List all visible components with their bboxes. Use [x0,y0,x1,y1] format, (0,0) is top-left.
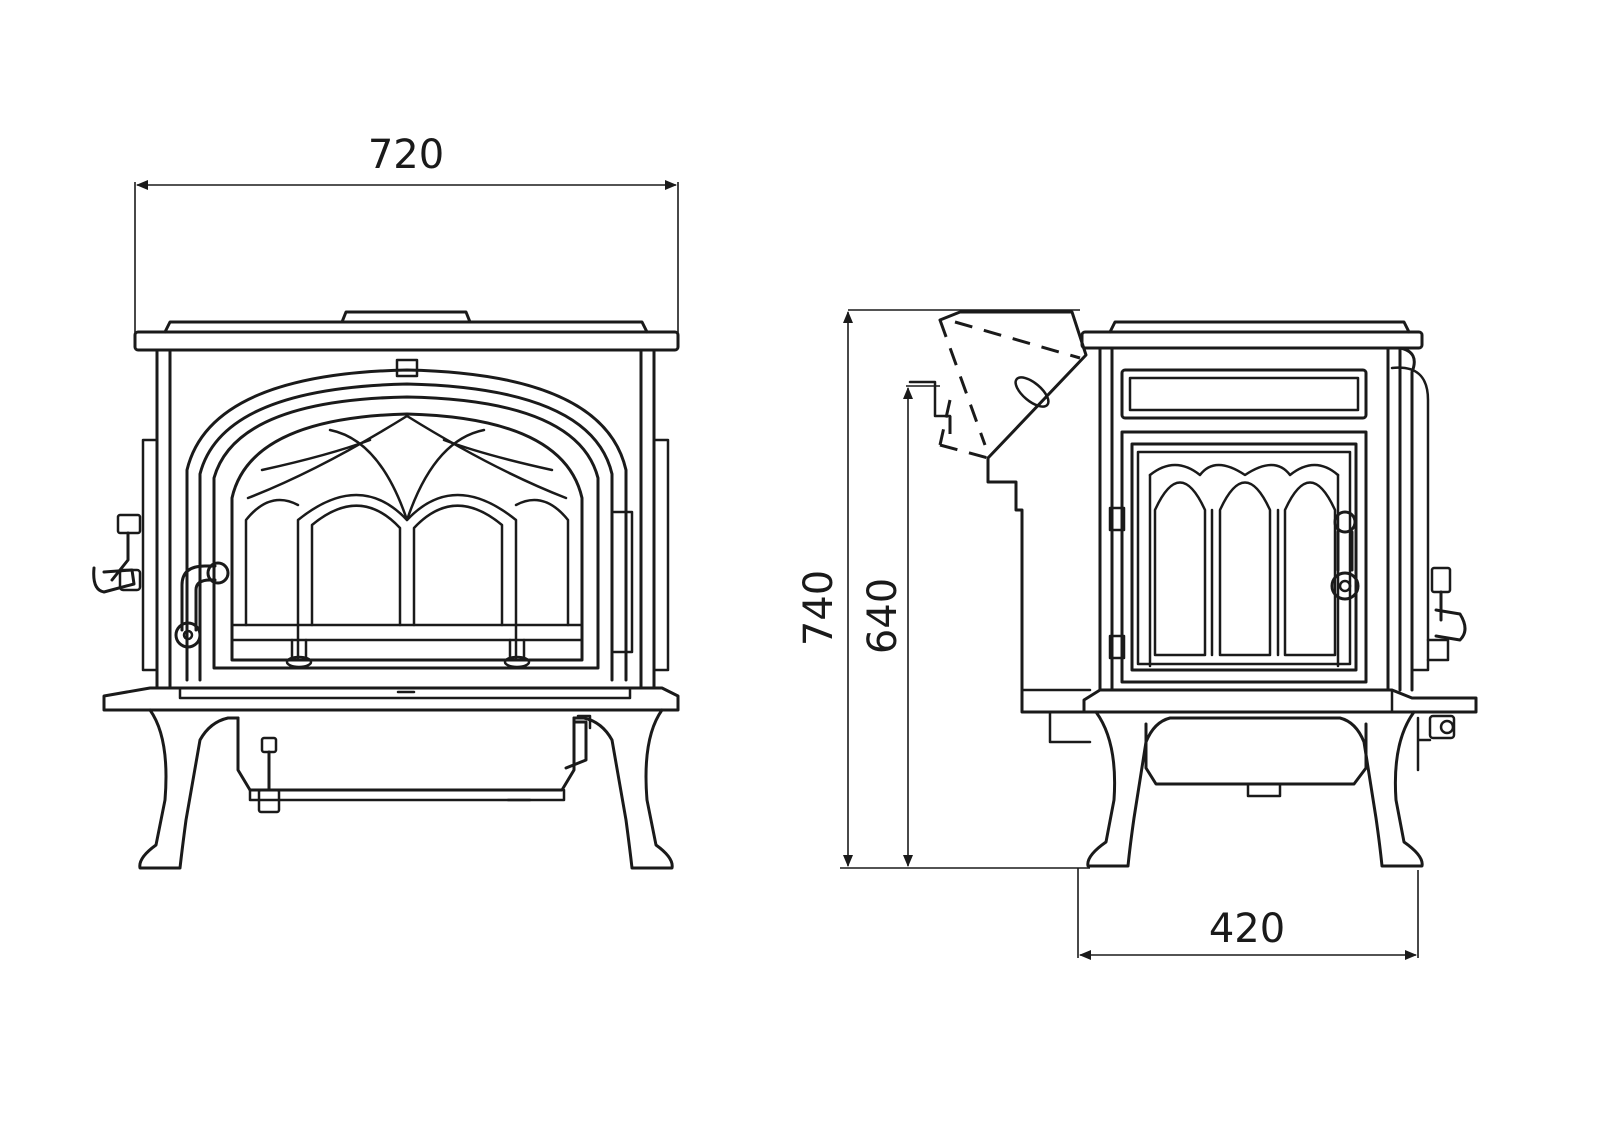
front-base [102,686,680,870]
front-top-plate [133,310,680,352]
side-lever [1426,566,1467,662]
height-flue-dimension: 640 [860,385,940,867]
side-rear-wall [986,456,1092,744]
height-total-dimension: 740 [796,309,1090,869]
side-view: 740 640 420 [796,309,1478,960]
side-top-plate [1080,320,1424,350]
width-dimension: 720 [134,132,679,342]
side-base [1082,688,1478,868]
width-label: 720 [368,132,444,178]
front-view: 720 [92,132,680,870]
side-door [1108,430,1368,684]
front-body [141,348,670,690]
depth-label: 420 [1209,906,1285,952]
height-flue-label: 640 [860,578,906,654]
front-door [174,358,634,682]
side-body [1098,346,1430,692]
front-side-lever [92,513,142,594]
depth-dimension: 420 [1077,868,1419,960]
side-flue [908,310,1088,460]
height-total-label: 740 [796,570,842,646]
